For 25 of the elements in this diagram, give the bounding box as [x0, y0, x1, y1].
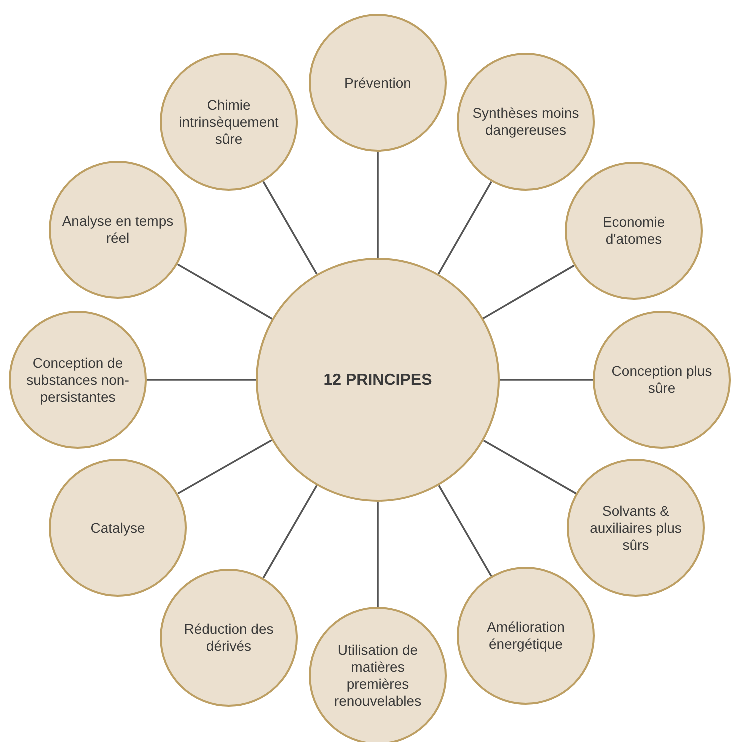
connector-line	[262, 485, 318, 579]
node-label: Conception plus sûre	[610, 363, 714, 397]
connector-line	[262, 181, 318, 275]
connector-line	[482, 264, 575, 320]
connector-line	[483, 440, 577, 494]
node-label: Synthèses moins dangereuses	[472, 105, 580, 139]
connector-line	[500, 379, 593, 381]
node-label: Réduction des dérivés	[183, 621, 275, 655]
connector-line	[438, 485, 492, 577]
node-label: Amélioration énergétique	[486, 619, 566, 653]
connector-line	[178, 440, 272, 495]
node-label: Chimie intrinsèquement sûre	[178, 96, 280, 148]
node-label: Economie d'atomes	[602, 214, 666, 248]
connector-line	[377, 152, 379, 258]
connector-line	[438, 181, 492, 275]
node-label: Conception de substances non-persistantes	[26, 354, 130, 406]
connector-line	[147, 379, 256, 381]
node-label: Utilisation de matières premières renouvelables	[333, 642, 423, 710]
connector-line	[377, 502, 379, 607]
node-label: Prévention	[344, 74, 412, 92]
connector-line	[177, 264, 273, 320]
node-label: Solvants & auxiliaires plus sûrs	[589, 502, 683, 554]
node-label: 12 PRINCIPES	[322, 372, 434, 388]
node-label: Catalyse	[90, 520, 146, 536]
node-label: Analyse en temps réel	[61, 213, 175, 247]
